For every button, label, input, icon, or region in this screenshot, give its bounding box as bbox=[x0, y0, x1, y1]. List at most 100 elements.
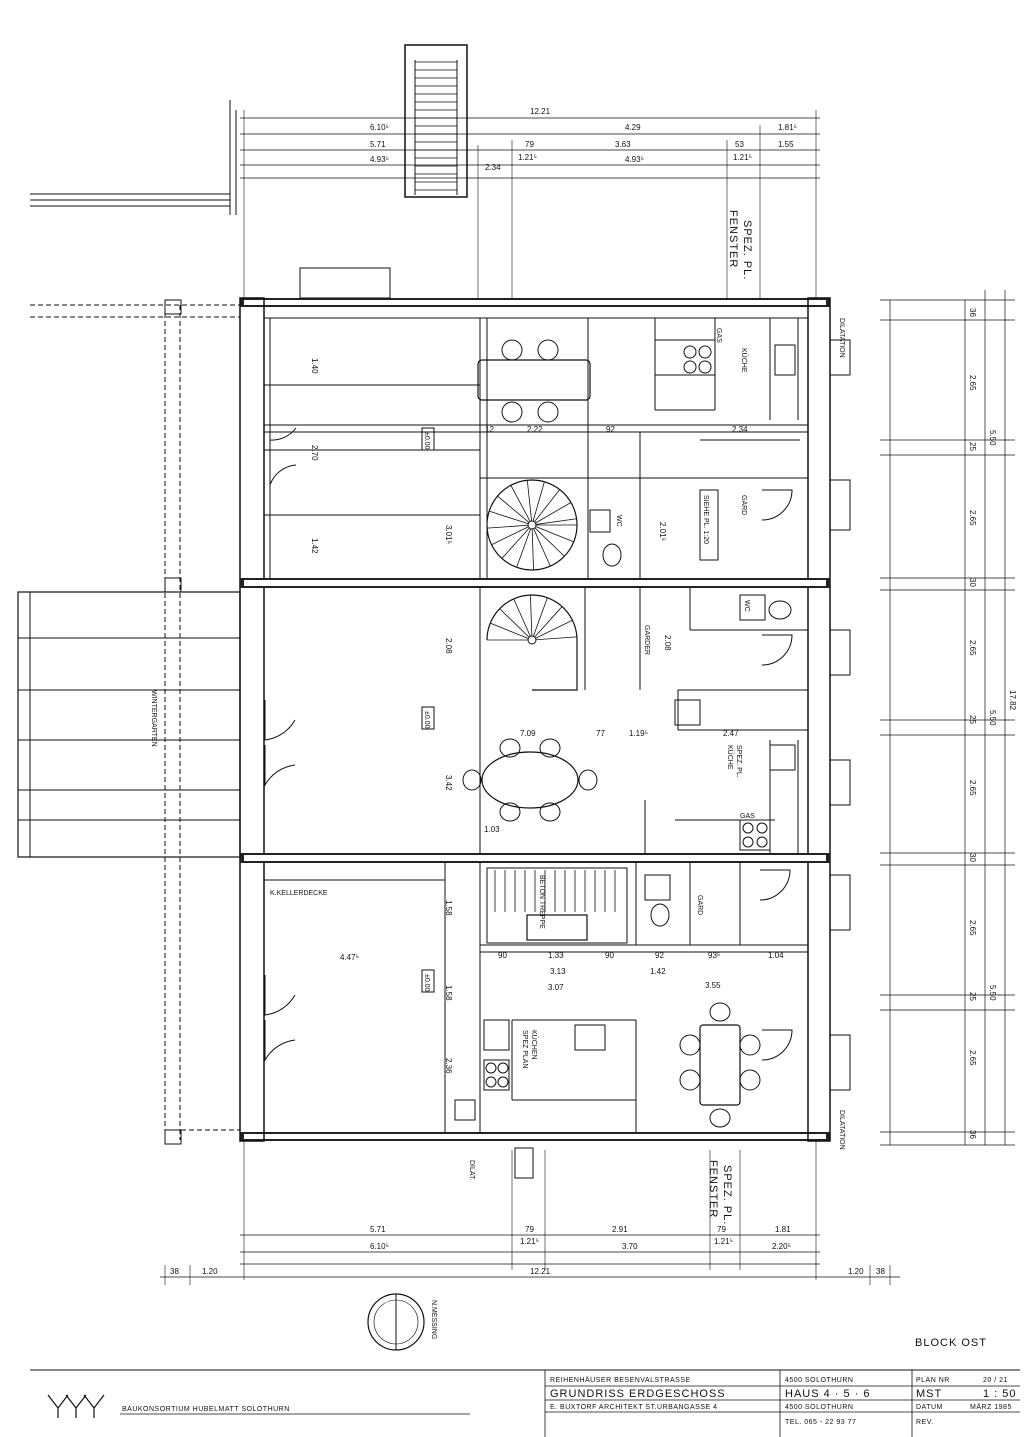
project-name: REIHENHÄUSER BESENVALSTRASSE bbox=[550, 1376, 691, 1384]
dim-i18: 3.55 bbox=[705, 981, 721, 990]
haus-label: HAUS 4 · 5 · 6 bbox=[785, 1388, 871, 1400]
room-garderobe-bot: GARD bbox=[696, 895, 703, 915]
dim-i24: 1.58 bbox=[444, 900, 453, 916]
beton-treppe-label: BETON TREPPE bbox=[538, 875, 545, 929]
north-arrow bbox=[367, 1293, 425, 1351]
spiral-stair-upper bbox=[486, 479, 578, 571]
spiral-tread bbox=[531, 528, 534, 570]
consortium-name: BAUKONSORTIUM HUBELMATT SOLOTHURN bbox=[122, 1406, 290, 1413]
plan-nr: 20 / 21 bbox=[983, 1377, 1008, 1384]
dim-r-a8: 2.65 bbox=[968, 780, 977, 796]
dim-i9: 90 bbox=[498, 951, 507, 960]
architect-city: 4500 SOLOTHURN bbox=[785, 1404, 853, 1411]
dilatation-label-bottom: DILATATION bbox=[838, 1110, 845, 1150]
dimension-chain-top bbox=[240, 110, 820, 300]
stair-treads-top bbox=[415, 61, 457, 191]
room-wintergarten: WINTERGARTEN bbox=[150, 690, 157, 747]
dim-i4: 12 bbox=[485, 425, 494, 434]
dim-r-a2: 2.65 bbox=[968, 375, 977, 391]
beton-stair-lower bbox=[486, 867, 628, 944]
dim-i1: 2.22 bbox=[527, 425, 543, 434]
dim-i31: 1.03 bbox=[484, 825, 500, 834]
title-block-frame bbox=[30, 1369, 1020, 1437]
dining-table-middle bbox=[462, 738, 598, 822]
kitchen-lower bbox=[454, 1019, 606, 1121]
dim-i11: 90 bbox=[605, 951, 614, 960]
dim-b-d1: 5.71 bbox=[370, 1225, 386, 1234]
wc-upper bbox=[589, 509, 622, 567]
dimension-ticks-right bbox=[880, 299, 1015, 1146]
dim-r-a5: 30 bbox=[968, 578, 977, 587]
dim-b-left-a: 38 bbox=[170, 1267, 179, 1276]
dim-i12: 92 bbox=[655, 951, 664, 960]
wintergarten bbox=[17, 591, 241, 858]
dim-i27: 2.70 bbox=[310, 445, 319, 461]
dim-r-a11: 25 bbox=[968, 992, 977, 1001]
level-2: ±0.00 bbox=[423, 711, 430, 729]
north-label: N.MESSING bbox=[430, 1300, 437, 1339]
kitchen-upper bbox=[654, 339, 796, 376]
dim-top-d1: 6.10⁵ bbox=[370, 123, 389, 132]
spiral-tread bbox=[532, 597, 548, 637]
spiral-tread bbox=[513, 598, 531, 637]
dim-r-a1: 36 bbox=[968, 308, 977, 317]
dim-i21: 2.08 bbox=[444, 638, 453, 654]
dim-b-right-a: 1.20 bbox=[848, 1267, 864, 1276]
spiral-tread bbox=[535, 526, 574, 543]
spiral-tread bbox=[534, 489, 561, 523]
level-3: ±0.00 bbox=[423, 974, 430, 992]
dim-top-d7: 53 bbox=[735, 140, 744, 149]
dim-top-total: 12.21 bbox=[530, 107, 551, 116]
small-box-bottom bbox=[514, 1147, 534, 1179]
room-wc-mid: WC bbox=[743, 600, 750, 612]
dining-table-lower bbox=[679, 1002, 761, 1128]
rev-label: REV. bbox=[916, 1419, 934, 1426]
dim-top-d3: 1.81⁵ bbox=[778, 123, 797, 132]
dim-r-b3: 5.50 bbox=[988, 985, 997, 1001]
kellerdecke-label: K.KELLERDECKE bbox=[270, 890, 328, 897]
dim-top-d11: 4.93⁵ bbox=[625, 155, 644, 164]
spiral-tread bbox=[530, 595, 533, 637]
spiral-tread bbox=[534, 527, 565, 557]
dim-r-a4: 2.65 bbox=[968, 510, 977, 526]
dilat-label-bottom: DILAT. bbox=[468, 1160, 475, 1181]
pergola-left bbox=[30, 299, 240, 1145]
spiral-tread bbox=[535, 502, 572, 524]
interior-walls bbox=[264, 317, 808, 1132]
spiral-tread bbox=[501, 527, 530, 559]
fenster-label-bottom: FENSTER bbox=[707, 1160, 719, 1218]
datum-label: DATUM bbox=[916, 1404, 943, 1411]
siehe-note: SIEHE PL. 1:20 bbox=[702, 495, 709, 544]
dilatation-label: DILATATION bbox=[838, 318, 845, 358]
dim-b-d8: 3.70 bbox=[622, 1242, 638, 1251]
level-box-2 bbox=[421, 706, 435, 730]
dim-i16: 1.42 bbox=[650, 967, 666, 976]
spiral-tread bbox=[491, 526, 529, 546]
room-garderobe-mid: GARDER bbox=[643, 625, 650, 655]
room-kuchen-bot-sub: SPEZ PLAN bbox=[521, 1030, 528, 1069]
fenster-label-top: FENSTER bbox=[727, 210, 739, 268]
dim-i25: 1.58 bbox=[444, 985, 453, 1001]
dim-top-d4: 5.71 bbox=[370, 140, 386, 149]
dim-i13: 93⁵ bbox=[708, 951, 720, 960]
dim-b-d9: 1.21⁵ bbox=[714, 1237, 733, 1246]
window-boxes-right bbox=[829, 339, 851, 1091]
dim-top-d8: 1.55 bbox=[778, 140, 794, 149]
dim-b-left-b: 1.20 bbox=[202, 1267, 218, 1276]
dim-top-d5: 79 bbox=[525, 140, 534, 149]
gallery-lines bbox=[264, 318, 481, 578]
spiral-tread bbox=[510, 485, 531, 522]
dim-r-a12: 2.65 bbox=[968, 1050, 977, 1066]
dim-top-d6: 3.63 bbox=[615, 140, 631, 149]
room-kuche-mid: KÜCHE bbox=[726, 745, 734, 770]
architect-tel: TEL. 065 - 22 93 77 bbox=[785, 1419, 856, 1426]
dim-i15: 3.13 bbox=[550, 967, 566, 976]
consortium-logo-icon bbox=[47, 1394, 105, 1418]
dim-i6: 77 bbox=[596, 729, 605, 738]
project-city: 4500 SOLOTHURN bbox=[785, 1377, 853, 1384]
dim-r-a6: 2.65 bbox=[968, 640, 977, 656]
level-box-1 bbox=[421, 427, 435, 451]
dimension-chain-bottom bbox=[160, 1140, 900, 1285]
dining-table-upper bbox=[477, 339, 591, 423]
